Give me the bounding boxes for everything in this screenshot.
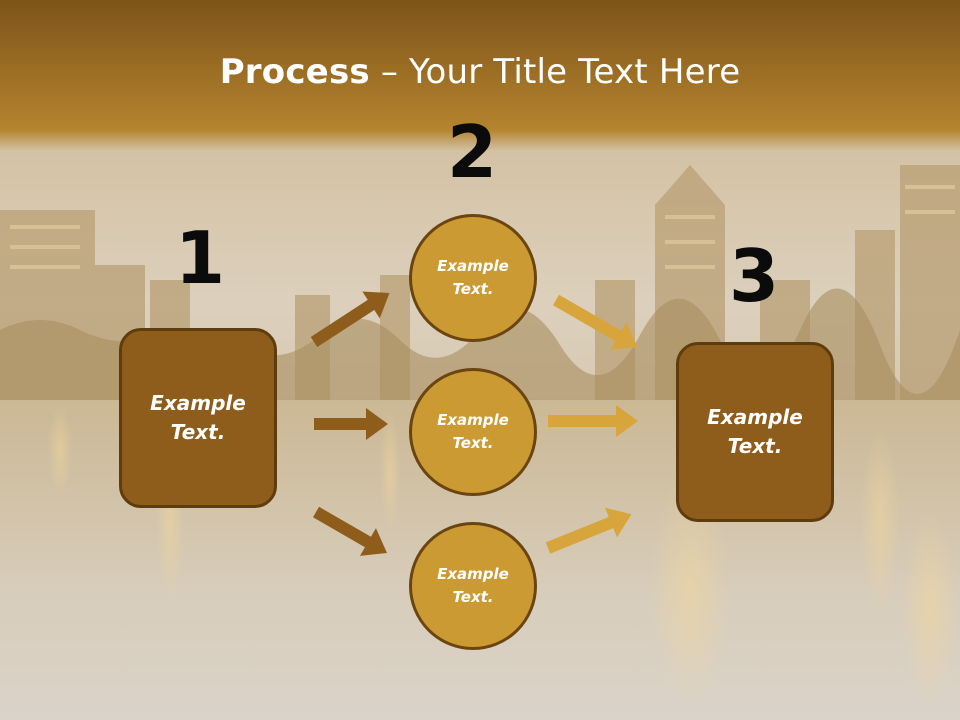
step-1-box[interactable]: Example Text. [119, 328, 277, 508]
title-rest: – Your Title Text Here [369, 52, 741, 92]
arrow-left-middle [314, 408, 388, 440]
step-3-box[interactable]: Example Text. [676, 342, 834, 522]
step-number-3: 3 [728, 234, 780, 318]
arrow-left-down [313, 506, 388, 556]
arrow-right-middle [548, 405, 638, 437]
step-number-1: 1 [174, 216, 226, 300]
circle-text: Example Text. [437, 565, 509, 606]
slide-title: Process – Your Title Text Here [0, 52, 960, 92]
arrow-right-down [553, 294, 638, 350]
step-3-text: Example Text. [707, 405, 803, 458]
title-bold: Process [219, 52, 370, 92]
arrow-left-up [310, 291, 390, 348]
step-2-circle-top[interactable]: Example Text. [409, 214, 537, 342]
step-number-2: 2 [446, 110, 498, 194]
circle-text: Example Text. [437, 257, 509, 298]
step-2-circle-middle[interactable]: Example Text. [409, 368, 537, 496]
step-1-text: Example Text. [150, 391, 246, 444]
circle-text: Example Text. [437, 411, 509, 452]
arrow-right-up [545, 507, 632, 554]
step-2-circle-bottom[interactable]: Example Text. [409, 522, 537, 650]
